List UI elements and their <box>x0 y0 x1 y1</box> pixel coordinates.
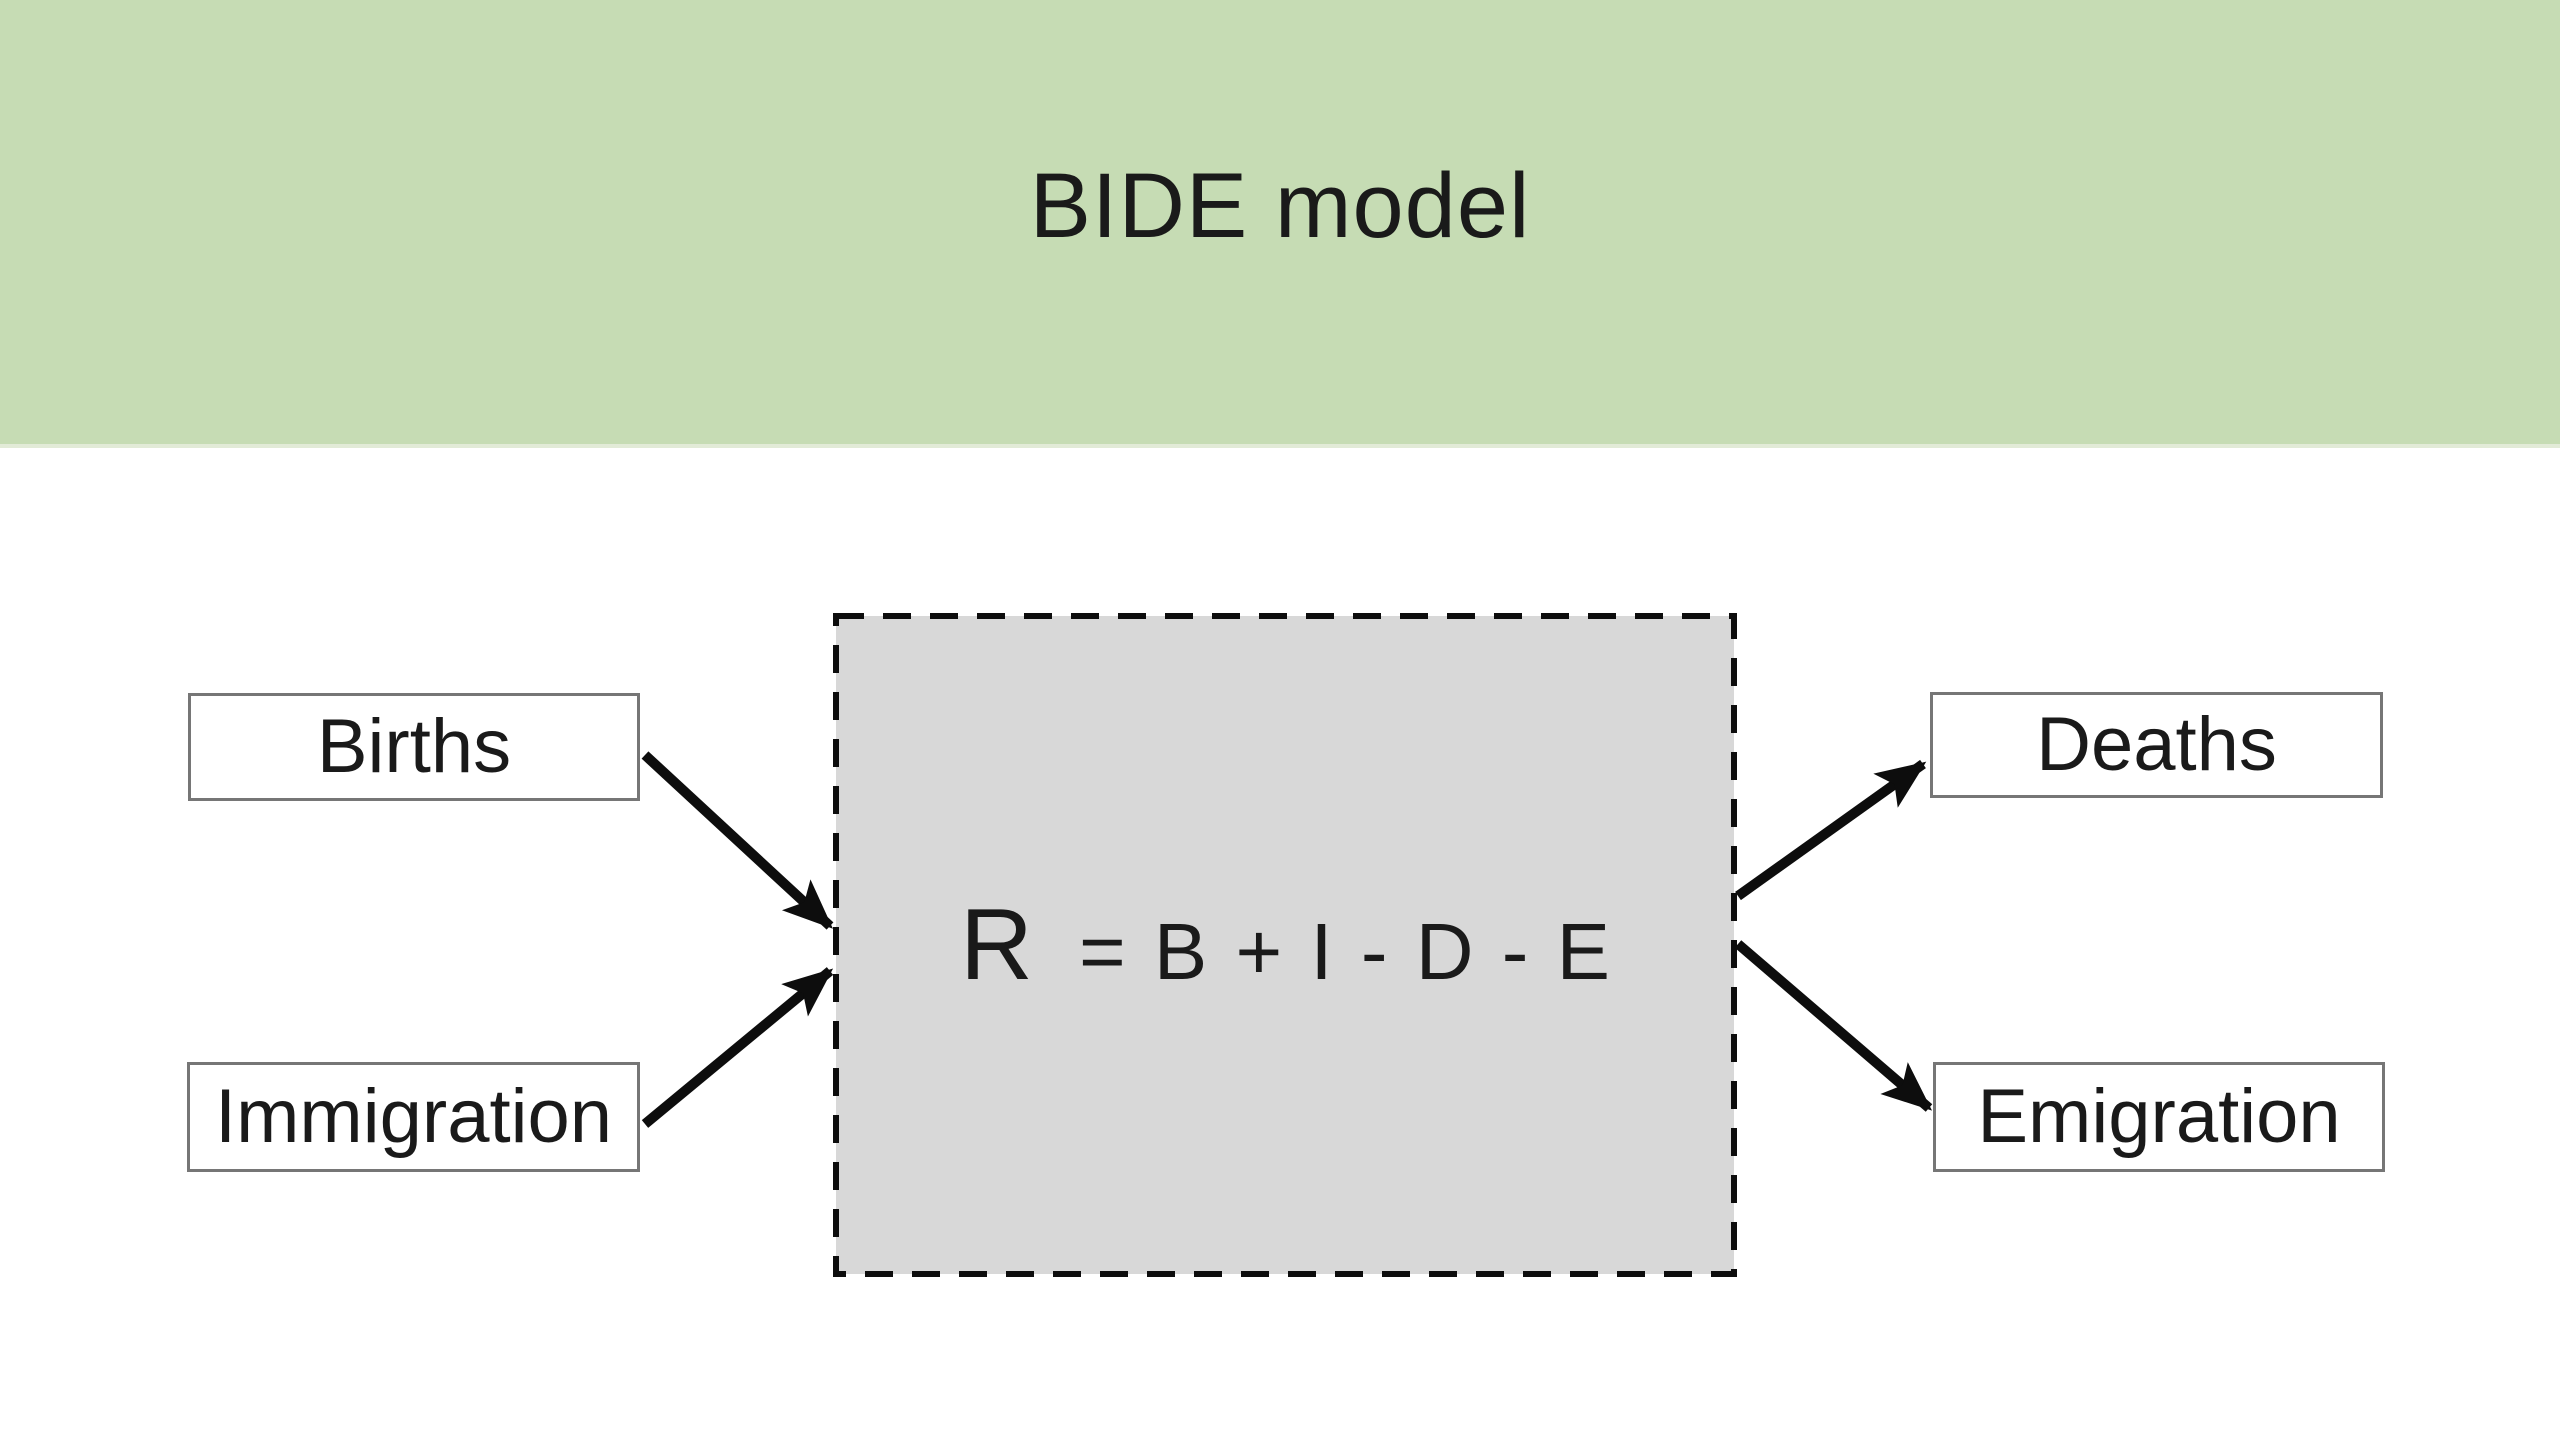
model-formula-text: R = B + I - D - E <box>960 888 1610 1001</box>
node-deaths-label: Deaths <box>2036 702 2277 787</box>
node-emigration: Emigration <box>1933 1062 2385 1172</box>
arrow-model-to-deaths <box>1735 759 1927 901</box>
node-immigration: Immigration <box>187 1062 640 1172</box>
model-formula: R = B + I - D - E <box>836 616 1734 1274</box>
slide-title: BIDE model <box>1029 155 1531 257</box>
node-emigration-label: Emigration <box>1977 1074 2341 1159</box>
header-band: BIDE model <box>0 0 2560 448</box>
model-box-outline <box>833 613 1737 1277</box>
arrow-births-to-model <box>641 751 834 930</box>
arrow-immigration-to-model <box>641 967 834 1128</box>
arrow-model-to-emigration <box>1734 940 1933 1112</box>
formula-lhs: R <box>960 888 1033 1001</box>
formula-rhs: = B + I - D - E <box>1078 906 1610 996</box>
node-births-label: Births <box>316 704 512 789</box>
node-births: Births <box>188 693 640 801</box>
node-immigration-label: Immigration <box>215 1074 612 1159</box>
node-deaths: Deaths <box>1930 692 2383 798</box>
